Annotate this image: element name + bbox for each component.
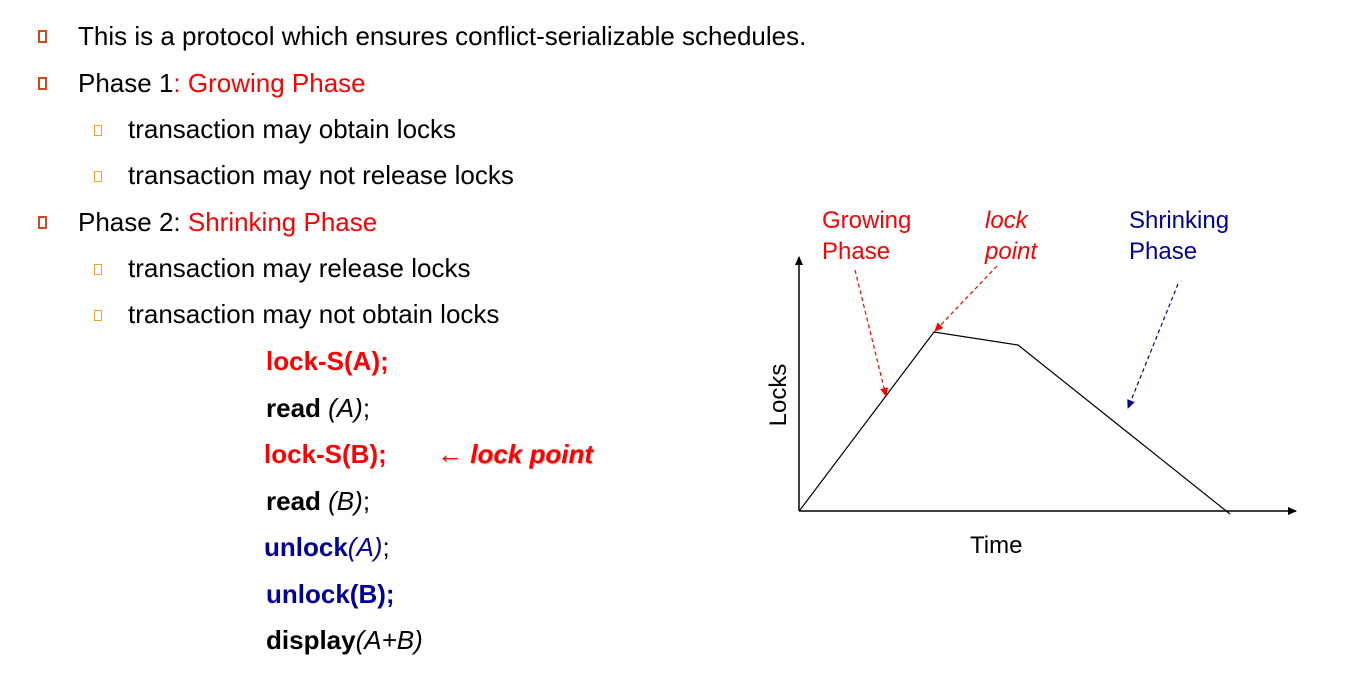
code-line-read-b: read (B); xyxy=(266,486,370,517)
code-line-display: display(A+B) xyxy=(266,625,423,656)
x-axis-label: Time xyxy=(970,532,1023,559)
code-line-lock-b: lock-S(B); xyxy=(264,439,387,469)
phase2-heading: Phase 2: Shrinking Phase xyxy=(78,207,377,238)
phase2-rule-1: transaction may release locks xyxy=(128,253,471,283)
phase2-rule-2: transaction may not obtain locks xyxy=(128,299,500,329)
phase1-heading: Phase 1: Growing Phase xyxy=(78,68,366,99)
code-line-unlock-b: unlock(B); xyxy=(266,579,395,609)
phase2-name: Shrinking Phase xyxy=(187,207,378,237)
lock-point-pointer xyxy=(934,265,998,332)
lock-point-annotation: ← lock point xyxy=(437,439,593,469)
lock-point-label: lock point xyxy=(985,207,1038,265)
phase1-name: : Growing Phase xyxy=(173,68,366,98)
phase1-prefix: Phase 1 xyxy=(78,68,174,98)
statement-end: ; xyxy=(362,486,371,516)
shrinking-phase-pointer xyxy=(1127,283,1179,409)
display-keyword: display xyxy=(266,625,356,655)
sub-bullet-square-icon xyxy=(94,264,102,275)
phase1-rule-1: transaction may obtain locks xyxy=(128,114,457,144)
read-keyword: read xyxy=(266,486,321,516)
statement-end: ; xyxy=(382,532,390,562)
growing-phase-label: Growing Phase xyxy=(822,207,912,265)
code-line-read-a: read (A); xyxy=(266,393,370,424)
phase2-prefix: Phase 2: xyxy=(78,207,188,237)
code-line-unlock-a: unlock(A); xyxy=(264,532,390,563)
sub-bullet-square-icon xyxy=(94,171,102,182)
sub-bullet-square-icon xyxy=(94,125,102,136)
read-argument: (B) xyxy=(320,486,363,516)
locks-over-time-curve xyxy=(799,331,1231,515)
bullet-square-icon xyxy=(38,77,47,90)
shrinking-phase-label: Shrinking Phase xyxy=(1129,207,1230,265)
sub-bullet-square-icon xyxy=(94,310,102,321)
growing-phase-pointer xyxy=(854,269,888,397)
read-argument: (A) xyxy=(320,393,363,423)
unlock-argument: (A) xyxy=(347,532,383,562)
statement-end: ; xyxy=(362,393,371,423)
display-argument: (A+B) xyxy=(355,625,423,655)
unlock-keyword: unlock xyxy=(264,532,348,562)
intro-text: This is a protocol which ensures conflic… xyxy=(78,21,807,51)
code-line-lock-a: lock-S(A); xyxy=(266,346,389,376)
bullet-square-icon xyxy=(38,30,47,43)
read-keyword: read xyxy=(266,393,321,423)
phase1-rule-2: transaction may not release locks xyxy=(128,160,514,190)
bullet-square-icon xyxy=(38,216,47,229)
y-axis-label: Locks xyxy=(765,363,792,427)
